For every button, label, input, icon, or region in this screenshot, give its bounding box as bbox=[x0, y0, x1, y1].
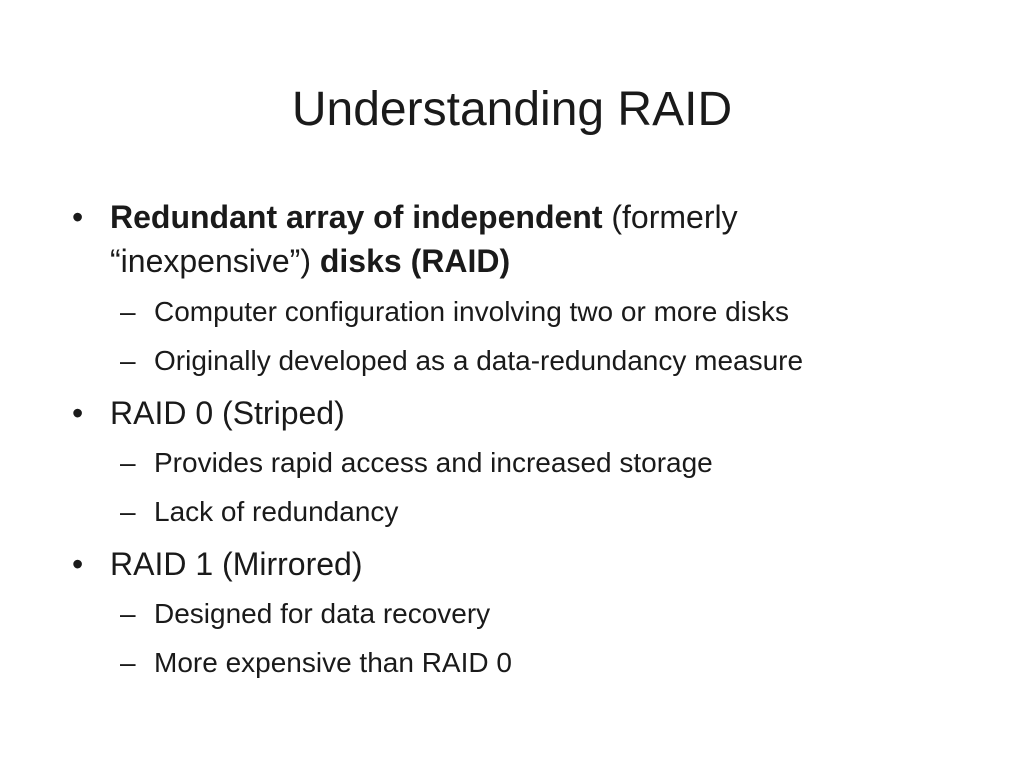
sub-bullet-text: Provides rapid access and increased stor… bbox=[154, 447, 713, 478]
sub-bullet-text: Lack of redundancy bbox=[154, 496, 399, 527]
bullet-dot-icon: • bbox=[72, 546, 84, 582]
dash-icon: – bbox=[120, 296, 136, 327]
raid-definition-text: Redundant array of independent (formerly… bbox=[110, 195, 942, 283]
sub-bullet-config: – Computer configuration involving two o… bbox=[120, 292, 980, 332]
sub-bullet-raid1-recovery: – Designed for data recovery bbox=[120, 594, 980, 634]
sub-bullet-origin: – Originally developed as a data-redunda… bbox=[120, 341, 980, 381]
dash-icon: – bbox=[120, 647, 136, 678]
sub-bullet-raid0-redundancy: – Lack of redundancy bbox=[120, 492, 980, 532]
raid-definition-bold-1: Redundant array of independent bbox=[110, 199, 603, 235]
bullet-raid-definition: • Redundant array of independent (former… bbox=[72, 195, 942, 283]
bullet-dot-icon: • bbox=[72, 199, 84, 235]
slide-title: Understanding RAID bbox=[291, 83, 733, 136]
sub-bullet-text: Computer configuration involving two or … bbox=[154, 296, 789, 327]
bullet-raid0: • RAID 0 (Striped) bbox=[72, 391, 942, 435]
sub-bullet-text: More expensive than RAID 0 bbox=[154, 647, 512, 678]
raid0-label: RAID 0 (Striped) bbox=[110, 395, 345, 431]
bullet-raid1: • RAID 1 (Mirrored) bbox=[72, 542, 942, 586]
sub-bullet-text: Originally developed as a data-redundanc… bbox=[154, 345, 804, 376]
raid-definition-normal: (formerly “inexpensive”) bbox=[110, 199, 738, 279]
sub-bullet-raid0-access: – Provides rapid access and increased st… bbox=[120, 443, 980, 483]
dash-icon: – bbox=[120, 496, 136, 527]
dash-icon: – bbox=[120, 598, 136, 629]
sub-bullet-raid1-cost: – More expensive than RAID 0 bbox=[120, 643, 980, 683]
sub-bullet-text: Designed for data recovery bbox=[154, 598, 491, 629]
dash-icon: – bbox=[120, 447, 136, 478]
raid-definition-bold-2: disks (RAID) bbox=[319, 243, 511, 279]
raid1-label: RAID 1 (Mirrored) bbox=[110, 546, 363, 582]
bullet-dot-icon: • bbox=[72, 395, 84, 431]
dash-icon: – bbox=[120, 345, 136, 376]
